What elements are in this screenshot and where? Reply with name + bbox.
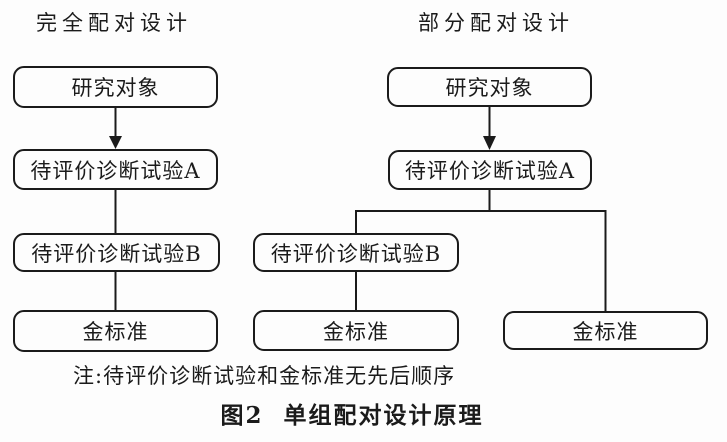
node-gold-left: 金标准 xyxy=(13,310,218,352)
node-testA-left: 待评价诊断试验A xyxy=(13,149,218,190)
node-subjects-left: 研究对象 xyxy=(13,66,218,108)
node-gold1-right: 金标准 xyxy=(253,310,459,351)
node-gold2-right: 金标准 xyxy=(503,311,708,350)
right-diagram-title: 部分配对设计 xyxy=(418,11,574,35)
arrow-subjects-to-testA-left-head xyxy=(109,136,122,149)
node-testA-right: 待评价诊断试验A xyxy=(388,150,592,190)
node-subjects-right: 研究对象 xyxy=(387,67,592,107)
node-testB-left: 待评价诊断试验B xyxy=(13,233,220,272)
figure-caption-text: 单组配对设计原理 xyxy=(283,402,484,429)
figure-caption-label: 图2 xyxy=(220,402,264,429)
arrow-subjects-to-testA-right-head xyxy=(483,136,496,150)
left-diagram-title: 完全配对设计 xyxy=(36,11,192,35)
figure-caption: 图2 单组配对设计原理 xyxy=(0,396,704,430)
figure-note: 注:待评价诊断试验和金标准无先后顺序 xyxy=(73,364,456,388)
node-testB-right: 待评价诊断试验B xyxy=(253,233,459,272)
